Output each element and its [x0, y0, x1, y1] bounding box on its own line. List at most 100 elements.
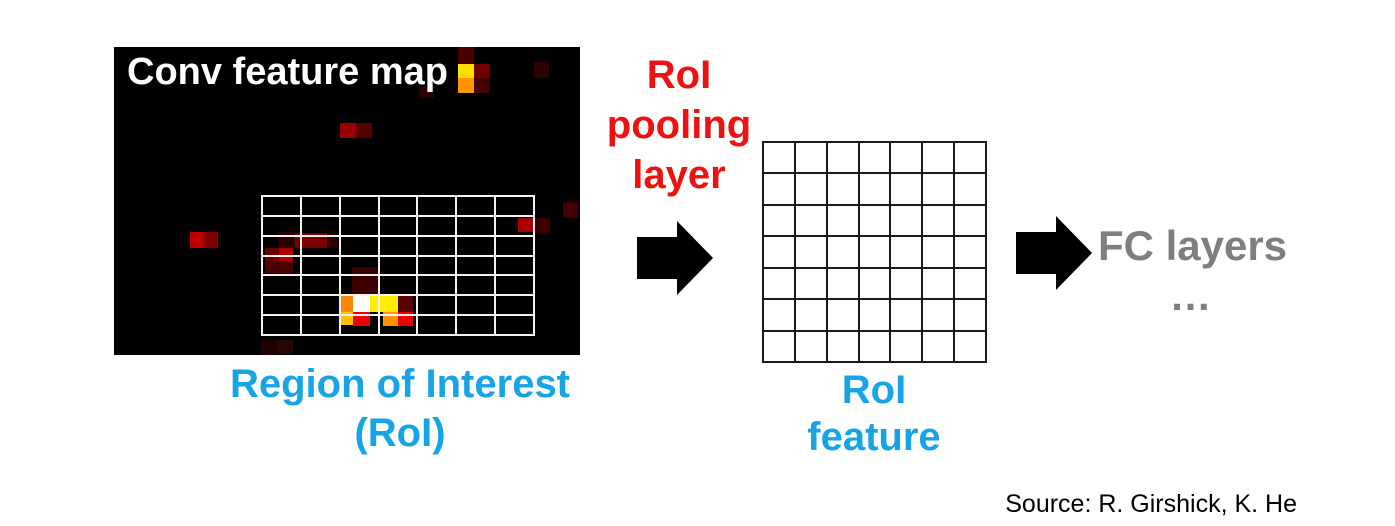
grid-cell — [262, 235, 301, 256]
grid-cell — [495, 215, 534, 236]
arrow-right-icon — [637, 221, 713, 295]
grid-cell — [890, 236, 923, 268]
grid-cell — [922, 236, 955, 268]
roi-feature-caption: RoI feature — [774, 367, 974, 461]
roi-caption-line2: (RoI) — [354, 411, 446, 455]
grid-cell — [378, 295, 418, 316]
heatmap-cell — [458, 47, 474, 64]
grid-cell — [763, 204, 795, 237]
grid-cell — [890, 267, 923, 300]
grid-cell — [339, 255, 379, 276]
grid-cell — [954, 142, 986, 174]
heatmap-cell — [534, 62, 549, 78]
grid-cell — [858, 299, 891, 331]
grid-cell — [794, 236, 827, 268]
grid-cell — [262, 215, 301, 236]
heatmap-cell — [340, 123, 356, 138]
heatmap-cell — [474, 78, 490, 93]
grid-cell — [495, 255, 534, 276]
grid-cell — [922, 299, 955, 331]
grid-cell — [262, 295, 301, 316]
fc-layers-label: FC layers — [1097, 222, 1288, 269]
grid-cell — [826, 204, 859, 237]
fc-ellipsis: … — [1169, 272, 1216, 319]
grid-cell — [922, 330, 955, 362]
grid-cell — [858, 204, 891, 237]
conv-feature-map-title: Conv feature map — [127, 51, 448, 93]
grid-cell — [456, 235, 496, 256]
heatmap-cell — [341, 296, 353, 312]
roi-caption-line1: Region of Interest — [229, 362, 571, 406]
grid-cell — [300, 295, 340, 316]
heatmap-cell — [265, 261, 293, 273]
source-credit: Source: R. Girshick, K. He — [1005, 490, 1297, 518]
roi-pooling-layer-label: RoI pooling layer — [579, 50, 779, 200]
heatmap-cell — [458, 64, 474, 78]
grid-cell — [417, 255, 457, 276]
grid-cell — [890, 204, 923, 237]
roi-feature-grid — [762, 141, 987, 363]
grid-cell — [890, 173, 923, 205]
grid-cell — [922, 267, 955, 300]
grid-cell — [456, 215, 496, 236]
heatmap-cell — [353, 295, 370, 312]
grid-cell — [456, 275, 496, 296]
grid-cell — [378, 235, 418, 256]
grid-cell — [826, 173, 859, 205]
grid-cell — [300, 215, 340, 236]
grid-cell — [826, 299, 859, 331]
grid-cell — [922, 173, 955, 205]
grid-cell — [763, 173, 795, 205]
grid-cell — [858, 330, 891, 362]
grid-cell — [954, 330, 986, 362]
grid-cell — [417, 196, 457, 216]
grid-cell — [417, 315, 457, 335]
grid-cell — [495, 275, 534, 296]
grid-cell — [954, 204, 986, 237]
pooling-line1: RoI — [646, 53, 712, 97]
grid-cell — [417, 215, 457, 236]
grid-cell — [794, 330, 827, 362]
grid-cell — [763, 330, 795, 362]
grid-cell — [495, 196, 534, 216]
grid-cell — [858, 173, 891, 205]
grid-cell — [922, 142, 955, 174]
grid-cell — [300, 255, 340, 276]
grid-cell — [763, 267, 795, 300]
heatmap-cell — [190, 232, 204, 248]
grid-cell — [417, 235, 457, 256]
heatmap-cell — [458, 78, 474, 93]
grid-cell — [378, 255, 418, 276]
grid-cell — [794, 267, 827, 300]
grid-cell — [858, 267, 891, 300]
heatmap-cell — [327, 233, 338, 248]
grid-cell — [339, 295, 379, 316]
grid-cell — [339, 235, 379, 256]
heatmap-cell — [398, 295, 413, 312]
grid-cell — [262, 255, 301, 276]
grid-cell — [495, 315, 534, 335]
grid-cell — [456, 295, 496, 316]
grid-cell — [339, 315, 379, 335]
grid-cell — [300, 235, 340, 256]
heatmap-cell — [261, 340, 277, 355]
grid-cell — [300, 275, 340, 296]
grid-cell — [858, 236, 891, 268]
heatmap-cell — [277, 340, 293, 354]
grid-cell — [763, 236, 795, 268]
grid-cell — [794, 204, 827, 237]
grid-cell — [378, 315, 418, 335]
heatmap-cell — [352, 267, 380, 295]
grid-cell — [417, 295, 457, 316]
grid-cell — [826, 330, 859, 362]
grid-cell — [794, 142, 827, 174]
grid-cell — [456, 196, 496, 216]
heatmap-cell — [370, 295, 398, 312]
grid-cell — [339, 215, 379, 236]
heatmap-cell — [535, 218, 550, 233]
grid-cell — [378, 215, 418, 236]
grid-cell — [262, 275, 301, 296]
grid-cell — [954, 173, 986, 205]
heatmap-cell — [265, 248, 279, 261]
heatmap-cell — [563, 202, 578, 218]
